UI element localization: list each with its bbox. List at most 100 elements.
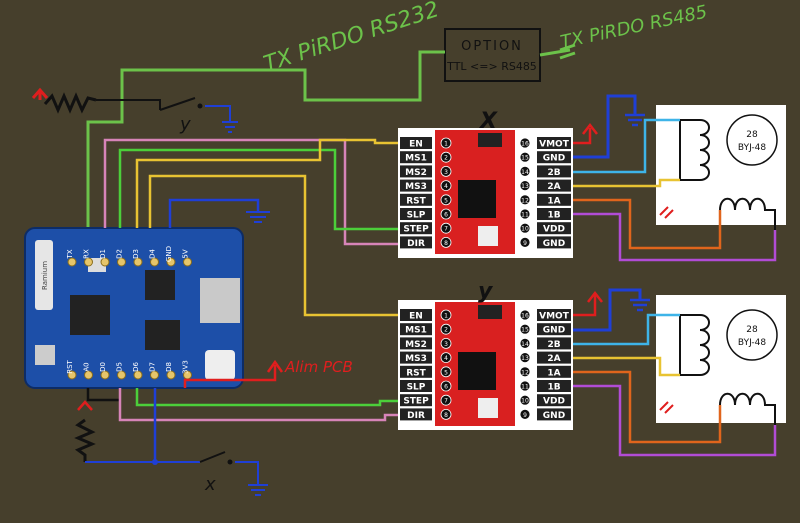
alim-pcb-note: Alim PCB [284,358,353,376]
driver-x-left-pin-en [400,137,432,149]
option-converter-box: OPTION TTL <=> RS485 [444,28,541,82]
board-top-pin-gnd [166,257,176,267]
driver-y-right-pin-label: 2A [547,354,560,364]
driver-x-right-pin-label: GND [543,239,565,249]
driver-y-right-pin-label: 1B [547,383,560,393]
driver-y-left-pin-rst [400,365,432,378]
board-bottom-pin-d0 [100,370,110,380]
driver-x-right-pin-vmot [537,137,571,149]
board-top-pin-5v [183,257,192,267]
driver-x-right-pin-num: 13 [521,183,529,190]
driver-y-right-pin-label: GND [543,411,565,421]
driver-x-left-pin-label: DIR [407,239,425,249]
board-bottom-pin-label: D8 [165,362,173,372]
driver-x-left-pin-label: MS2 [405,168,427,178]
board-top-pin-d1 [100,257,110,267]
pullup-resistor-top [31,87,97,114]
driver-x-left-pin-ms1 [400,151,432,164]
driver-x-right-pin-label: GND [543,154,565,164]
option-label: OPTION [461,39,523,54]
driver-x-right-pin-2a [537,179,571,192]
driver-y-right-pin-num: 13 [521,355,529,362]
driver-y-right-pin-label: GND [543,326,565,336]
board-bottom-pin-a0 [84,370,93,380]
driver-y-left-pin-num: 3 [444,341,448,348]
driver-y-right-pin-gnd [537,408,571,421]
driver-x-left-pin-num: 8 [444,240,448,247]
board-top-pin-d4 [150,257,159,267]
driver-y-right-pin-num: 11 [521,384,529,391]
motor-bottom-line1: 28 [746,325,758,335]
driver-x-right-pin-vdd [537,222,571,235]
board-bottom-pin-d5 [117,370,126,380]
stepper-motor-top: 28 BYJ-48 [656,105,786,230]
tx-rs485-note: TX PiRDO RS485 [559,1,710,53]
driver-y-left-pin-ms2 [400,337,432,350]
board-bottom-pin-rst [67,370,77,380]
pullup-resistor-bottom [74,400,96,462]
driver-x-left-pin-ms3 [400,179,432,192]
board-top-pin-label: 5V [182,249,190,258]
board-top-pin-label: D1 [99,249,107,259]
board-bottom-pin-label: RST [66,359,74,373]
driver-y-left-pin-num: 4 [444,355,448,362]
driver-x-left-pin-label: RST [406,196,426,206]
driver-y-right-pin-label: VMOT [539,312,570,322]
driver-y-left-pin-dir [400,408,432,421]
driver-y-right-pin-2a [537,351,571,364]
driver-x-left-pin-slp [400,208,432,220]
driver-y-right-pin-label: VDD [543,397,565,407]
driver-x-left-pin-label: STEP [403,225,429,235]
driver-x-left-pin-num: 7 [444,226,448,233]
driver-y-right-pin-num: 10 [521,398,529,405]
driver-y-right-pin-num: 14 [521,341,529,348]
driver-y-left-pin-num: 8 [444,412,448,419]
ground-symbol [246,211,270,223]
driver-x-label: X [478,109,498,134]
switch-y-label: y [179,114,191,135]
stepper-motor-bottom: 28 BYJ-48 [656,295,786,425]
board-top-pin-label: D2 [116,249,124,259]
driver-x-left-pin-dir [400,236,432,249]
tx-rs232-note: TX PiRDO RS232 [261,0,442,77]
limit-switch-y: y [159,97,238,135]
driver-y-right-pin-1a [537,365,571,378]
driver-y-left-pin-label: MS3 [405,354,427,364]
green-serial-wires [86,43,576,228]
board-top-pin-label: D4 [149,249,157,259]
driver-x-left-pin-num: 3 [444,169,448,176]
driver-x-right-pin-gnd [537,151,571,164]
driver-y-left-pin-num: 2 [444,327,448,334]
board-top-pin-label: RX [83,249,91,259]
driver-y-left-pin-slp [400,380,432,392]
driver-x-right-pin-num: 9 [523,240,527,247]
board-bottom-pin-label: A0 [83,362,91,371]
driver-x-left-pin-rst [400,193,432,206]
motor-wires [573,94,777,457]
board-bottom-pin-label: 3V3 [182,360,190,374]
driver-x-right-pin-gnd [537,236,571,249]
board-top-pin-d3 [133,257,143,267]
driver-x-left-pin-label: MS3 [405,182,427,192]
driver-x-left-pin-num: 2 [444,155,448,162]
driver-y-left-pin-label: DIR [407,411,425,421]
board-top-pin-rx [84,257,93,267]
driver-x-left-pin-num: 5 [444,197,448,204]
driver-y-right-pin-label: 2B [547,340,560,350]
driver-y-right-pin-num: 15 [521,327,529,334]
driver-y-right-pin-2b [537,337,571,350]
driver-x-left-pin-num: 1 [444,141,448,148]
driver-x-left-pin-step [400,222,432,235]
driver-y-left-pin-num: 6 [444,384,448,391]
driver-x-right-pin-1b [537,208,571,220]
driver-y-left-pin-num: 7 [444,398,448,405]
driver-x-right-pin-num: 12 [521,197,529,204]
antenna-label: Ramium [41,261,49,290]
driver-y-left-pin-label: SLP [407,383,426,393]
driver-y-left-pin-label: STEP [403,397,429,407]
board-top-pin-label: TX [66,249,74,259]
driver-x-right-pin-num: 14 [521,169,529,176]
